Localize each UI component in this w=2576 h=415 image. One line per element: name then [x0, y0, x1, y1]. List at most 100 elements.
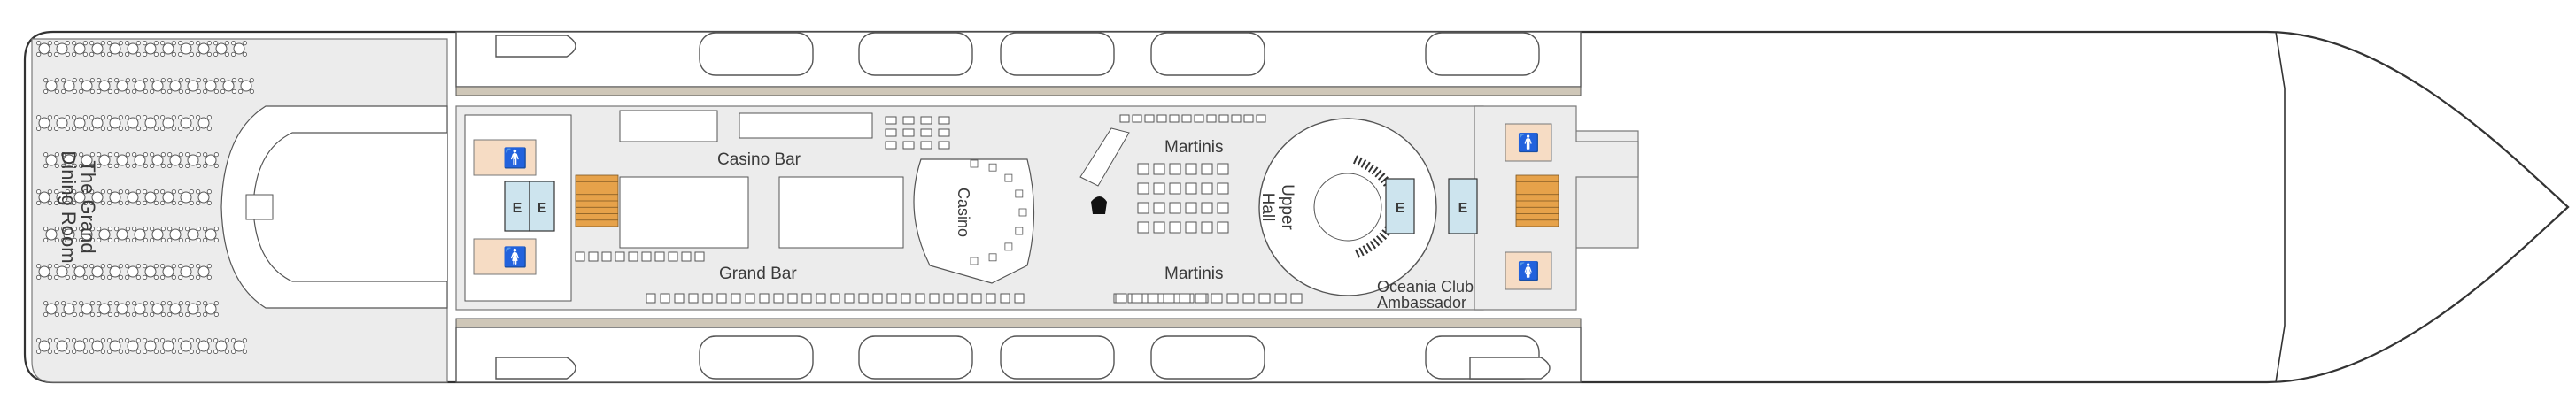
casino-area[interactable]	[913, 158, 1035, 284]
dining-table-icon	[114, 78, 130, 94]
dining-table-icon	[61, 301, 77, 317]
dining-table-icon	[36, 264, 52, 280]
lifeboats	[495, 32, 1551, 380]
dining-table-icon	[43, 78, 59, 94]
grand-bar-counter-left	[619, 176, 749, 249]
dining-table-icon	[203, 152, 219, 168]
dining-table-icon	[125, 264, 141, 280]
casino-bar-label: Casino Bar	[717, 150, 801, 169]
dining-table-icon	[196, 189, 212, 205]
tender-icon	[1469, 357, 1551, 380]
dining-table-icon	[72, 189, 88, 205]
casino-bar-counter	[619, 110, 718, 142]
dining-table-icon	[36, 338, 52, 354]
dining-table-icon	[79, 78, 95, 94]
dining-table-icon	[79, 227, 95, 242]
dining-table-icon	[107, 338, 123, 354]
dining-table-icon	[72, 264, 88, 280]
restroom-fwd-upper[interactable]	[1505, 123, 1552, 162]
dining-room-label-2: Dining Room	[58, 150, 80, 263]
dining-table-icon	[167, 78, 183, 94]
dining-table-icon	[43, 152, 59, 168]
upper-hall-label-1: Upper	[1278, 184, 1296, 230]
dining-table-icon	[43, 301, 59, 317]
dining-table-icon	[54, 189, 70, 205]
dining-table-icon	[220, 78, 236, 94]
restroom-aft-lower[interactable]	[473, 238, 537, 275]
dining-table-icon	[132, 301, 148, 317]
stairs-icon	[575, 174, 619, 227]
dining-table-icon	[185, 301, 201, 317]
dining-table-icon	[114, 227, 130, 242]
restroom-icon: 🚺	[503, 246, 527, 268]
lifeboat-icon	[1425, 32, 1540, 76]
dining-table-icon	[72, 41, 88, 57]
dining-table-icon	[54, 264, 70, 280]
dining-room-entry-arc	[252, 132, 447, 282]
dining-table-icon	[43, 227, 59, 242]
dining-table-icon	[143, 264, 159, 280]
dining-table-icon	[178, 115, 194, 131]
lifeboat-icon	[858, 335, 973, 380]
dining-table-icon	[150, 78, 166, 94]
martinis-seating	[1119, 114, 1266, 234]
elevator-fwd-1[interactable]	[1385, 178, 1415, 234]
dining-table-icon	[150, 152, 166, 168]
dining-table-icon	[196, 338, 212, 354]
upper-hall-label-2: Hall	[1258, 193, 1277, 222]
dining-table-icon	[54, 338, 70, 354]
elevator-aft-1[interactable]	[504, 181, 530, 232]
dining-table-icon	[97, 152, 112, 168]
restroom-icon: 🚺	[1518, 260, 1540, 281]
dining-table-icon	[196, 264, 212, 280]
martinis-label-bottom: Martinis	[1164, 265, 1224, 283]
dining-table-icon	[107, 115, 123, 131]
dining-table-icon	[160, 189, 176, 205]
dining-room-door	[245, 194, 274, 220]
dining-table-icon	[160, 264, 176, 280]
grand-bar-label: Grand Bar	[719, 265, 797, 283]
dining-table-icon	[114, 152, 130, 168]
dining-table-icon	[107, 264, 123, 280]
bow-inner-line	[2275, 31, 2286, 383]
dining-table-icon	[54, 41, 70, 57]
elevator-icon: E	[513, 201, 522, 216]
dining-table-icon	[79, 152, 95, 168]
elevator-aft-2[interactable]	[529, 181, 555, 232]
dining-table-icon	[150, 227, 166, 242]
slot-machine-icon	[970, 159, 1027, 265]
lounge-seating	[575, 251, 1303, 304]
grand-dining-room[interactable]	[31, 38, 448, 383]
dining-table-icon	[213, 41, 229, 57]
martinis-bar-counter	[1079, 127, 1130, 187]
casino-label: Casino	[955, 188, 972, 237]
dining-table-icon	[97, 301, 112, 317]
dining-table-icon	[185, 78, 201, 94]
restroom-fwd-lower[interactable]	[1505, 251, 1552, 290]
dining-table-icon	[160, 338, 176, 354]
dining-table-icon	[231, 41, 247, 57]
restroom-aft-upper[interactable]	[473, 139, 537, 176]
dining-table-icon	[160, 41, 176, 57]
casino-bar-seating	[739, 112, 873, 139]
dining-table-icon	[132, 227, 148, 242]
dining-table-icon	[36, 41, 52, 57]
dining-table-icon	[61, 78, 77, 94]
dining-table-icon	[178, 41, 194, 57]
dining-table-icon	[125, 189, 141, 205]
dining-table-icon	[143, 41, 159, 57]
martinis-label-top: Martinis	[1164, 138, 1224, 157]
elevator-icon: E	[1458, 201, 1468, 216]
dining-table-icon	[167, 301, 183, 317]
elevator-icon: E	[1396, 201, 1405, 216]
stairs-icon	[1515, 174, 1559, 227]
deck-rail-top	[455, 86, 1582, 96]
dining-table-icon	[213, 338, 229, 354]
dining-table-icon	[36, 115, 52, 131]
dining-room-label-1: The Grand	[77, 160, 99, 253]
elevator-fwd-2[interactable]	[1448, 178, 1478, 234]
dining-table-icon	[203, 78, 219, 94]
dining-table-icon	[125, 115, 141, 131]
lifeboat-icon	[1000, 335, 1115, 380]
dining-table-icon	[107, 189, 123, 205]
